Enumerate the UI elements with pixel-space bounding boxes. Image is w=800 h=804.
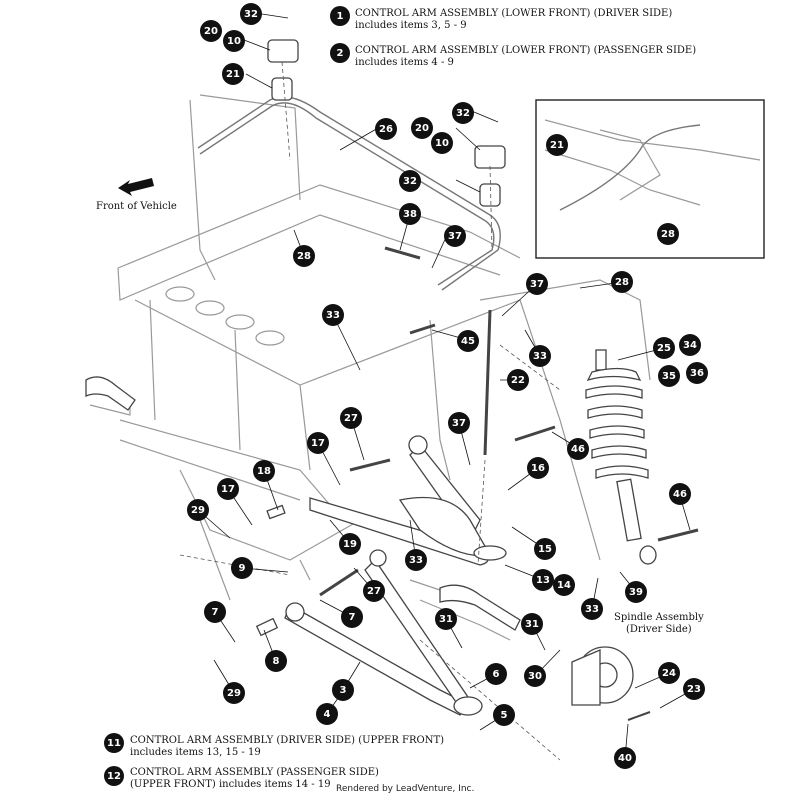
spindle-label-line2: (Driver Side)	[626, 624, 692, 635]
callout-28[interactable]: 28	[611, 271, 633, 293]
bolts	[319, 246, 699, 721]
sway-bar	[197, 96, 501, 291]
upper-control-arm	[309, 435, 507, 566]
callout-30[interactable]: 30	[524, 665, 546, 687]
callout-29[interactable]: 29	[187, 499, 209, 521]
callout-18[interactable]: 18	[253, 460, 275, 482]
legend-title: CONTROL ARM ASSEMBLY (LOWER FRONT) (PASS…	[355, 45, 697, 56]
callout-33[interactable]: 33	[581, 598, 603, 620]
legend-badge-2: 2	[330, 43, 350, 63]
callout-33[interactable]: 33	[529, 345, 551, 367]
callout-15[interactable]: 15	[534, 538, 556, 560]
callout-7[interactable]: 7	[204, 601, 226, 623]
callout-33[interactable]: 33	[405, 549, 427, 571]
callout-19[interactable]: 19	[339, 533, 361, 555]
callout-39[interactable]: 39	[625, 581, 647, 603]
legend-item-2: CONTROL ARM ASSEMBLY (LOWER FRONT) (PASS…	[355, 45, 696, 69]
callout-8[interactable]: 8	[265, 650, 287, 672]
legend-subtitle: includes items 3, 5 - 9	[355, 20, 467, 31]
callout-28[interactable]: 28	[657, 223, 679, 245]
callout-29[interactable]: 29	[223, 682, 245, 704]
callout-10[interactable]: 10	[431, 132, 453, 154]
footer-credit: Rendered by LeadVenture, Inc.	[336, 784, 475, 794]
legend-title: CONTROL ARM ASSEMBLY (LOWER FRONT) (DRIV…	[355, 8, 673, 19]
callout-32[interactable]: 32	[399, 170, 421, 192]
legend-badge-11: 11	[104, 733, 124, 753]
callout-46[interactable]: 46	[669, 483, 691, 505]
callout-9[interactable]: 9	[231, 557, 253, 579]
callout-14[interactable]: 14	[553, 574, 575, 596]
callout-21[interactable]: 21	[546, 134, 568, 156]
callout-38[interactable]: 38	[399, 203, 421, 225]
callout-31[interactable]: 31	[521, 613, 543, 635]
callout-27[interactable]: 27	[363, 580, 385, 602]
callout-37[interactable]: 37	[448, 412, 470, 434]
legend-subtitle: includes items 4 - 9	[355, 57, 454, 68]
front-arrow-icon	[118, 178, 154, 196]
callout-20[interactable]: 20	[200, 20, 222, 42]
callout-34[interactable]: 34	[679, 334, 701, 356]
inset-sketch	[544, 119, 761, 211]
callout-3[interactable]: 3	[332, 679, 354, 701]
callout-37[interactable]: 37	[444, 225, 466, 247]
callout-6[interactable]: 6	[485, 663, 507, 685]
spindle	[571, 646, 634, 706]
callout-40[interactable]: 40	[614, 747, 636, 769]
legend-badge-12: 12	[104, 766, 124, 786]
bushings	[255, 39, 506, 637]
shock-absorber	[585, 349, 657, 565]
callout-32[interactable]: 32	[452, 102, 474, 124]
leader-lines	[179, 61, 561, 761]
callout-35[interactable]: 35	[658, 365, 680, 387]
callout-27[interactable]: 27	[340, 407, 362, 429]
legend-item-1: CONTROL ARM ASSEMBLY (LOWER FRONT) (DRIV…	[355, 8, 672, 32]
callout-20[interactable]: 20	[411, 117, 433, 139]
legend-subtitle: (UPPER FRONT) includes items 14 - 19	[130, 779, 331, 790]
drive-shaft	[85, 376, 521, 631]
legend-subtitle: includes items 13, 15 - 19	[130, 747, 261, 758]
callout-22[interactable]: 22	[507, 369, 529, 391]
legend-title: CONTROL ARM ASSEMBLY (PASSENGER SIDE)	[130, 767, 379, 778]
callout-4[interactable]: 4	[316, 703, 338, 725]
legend-badge-1: 1	[330, 6, 350, 26]
callout-21[interactable]: 21	[222, 63, 244, 85]
callout-23[interactable]: 23	[683, 678, 705, 700]
end-link	[483, 309, 492, 456]
callout-26[interactable]: 26	[375, 118, 397, 140]
callout-17[interactable]: 17	[307, 432, 329, 454]
front-of-vehicle-label: Front of Vehicle	[96, 201, 177, 212]
callout-24[interactable]: 24	[658, 662, 680, 684]
callout-16[interactable]: 16	[527, 457, 549, 479]
detail-inset	[535, 99, 765, 259]
callout-46[interactable]: 46	[567, 438, 589, 460]
callout-10[interactable]: 10	[223, 30, 245, 52]
callout-28[interactable]: 28	[293, 245, 315, 267]
lower-control-arm	[284, 549, 483, 716]
callout-36[interactable]: 36	[686, 362, 708, 384]
callout-33[interactable]: 33	[322, 304, 344, 326]
spindle-label-line1: Spindle Assembly	[614, 612, 704, 623]
callout-5[interactable]: 5	[493, 704, 515, 726]
callout-25[interactable]: 25	[653, 337, 675, 359]
callout-13[interactable]: 13	[532, 569, 554, 591]
callout-37[interactable]: 37	[526, 273, 548, 295]
legend-title: CONTROL ARM ASSEMBLY (DRIVER SIDE) (UPPE…	[130, 735, 445, 746]
callout-32[interactable]: 32	[240, 3, 262, 25]
callout-17[interactable]: 17	[217, 478, 239, 500]
callout-7[interactable]: 7	[341, 606, 363, 628]
callout-45[interactable]: 45	[457, 330, 479, 352]
callout-31[interactable]: 31	[435, 608, 457, 630]
spindle-assembly-label: Spindle Assembly (Driver Side)	[614, 612, 704, 636]
legend-item-11: CONTROL ARM ASSEMBLY (DRIVER SIDE) (UPPE…	[130, 735, 444, 759]
legend-item-12: CONTROL ARM ASSEMBLY (PASSENGER SIDE) (U…	[130, 767, 379, 791]
